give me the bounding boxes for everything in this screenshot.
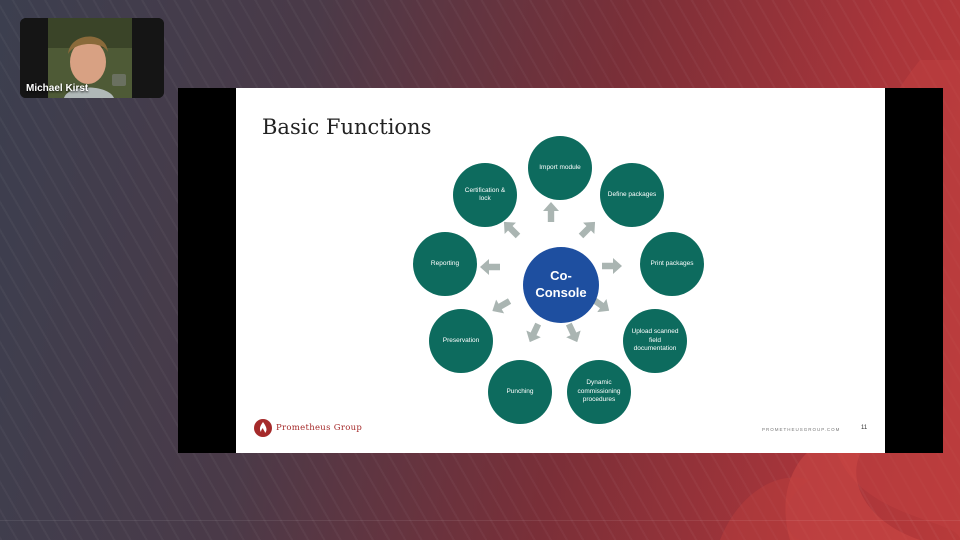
flame-logo-icon [254,419,272,437]
node-label: Upload scanned field documentation [631,328,679,353]
node-punching: Punching [488,360,552,424]
node-label: Certification & lock [464,186,506,202]
node-print-packages: Print packages [640,232,704,296]
company-name: Prometheus Group [276,423,363,433]
node-label: Reporting [430,259,460,267]
slide-title: Basic Functions [262,115,432,139]
page-number: 11 [861,425,868,431]
divider [0,520,960,521]
center-node: Co- Console [523,247,599,323]
node-label: Punching [506,387,534,395]
node-dynamic-commissioning: Dynamic commissioning procedures [567,360,631,424]
arrow-icon [543,202,559,222]
participant-name: Michael Kirst [26,83,89,94]
node-preservation: Preservation [429,309,493,373]
node-upload-scanned-docs: Upload scanned field documentation [623,309,687,373]
arrow-icon [575,216,600,241]
company-logo: Prometheus Group [254,419,362,437]
node-label: Dynamic commissioning procedures [577,379,621,404]
arrow-icon [602,258,622,274]
arrow-icon [562,321,585,346]
arrow-icon [488,294,513,318]
node-define-packages: Define packages [600,163,664,227]
node-label: Print packages [650,259,694,267]
node-certification-lock: Certification & lock [453,163,517,227]
node-label: Import module [539,163,581,171]
arrow-icon [523,321,546,346]
node-import-module: Import module [528,136,592,200]
footer-url: PROMETHEUSGROUP.COM [762,427,841,432]
node-reporting: Reporting [413,232,477,296]
arrow-icon [480,259,500,275]
node-label: Define packages [607,190,657,198]
center-node-label: Co- Console [535,268,587,300]
participant-video-tile[interactable]: Michael Kirst [20,18,164,98]
participant-video [20,18,164,98]
node-label: Preservation [442,336,480,344]
